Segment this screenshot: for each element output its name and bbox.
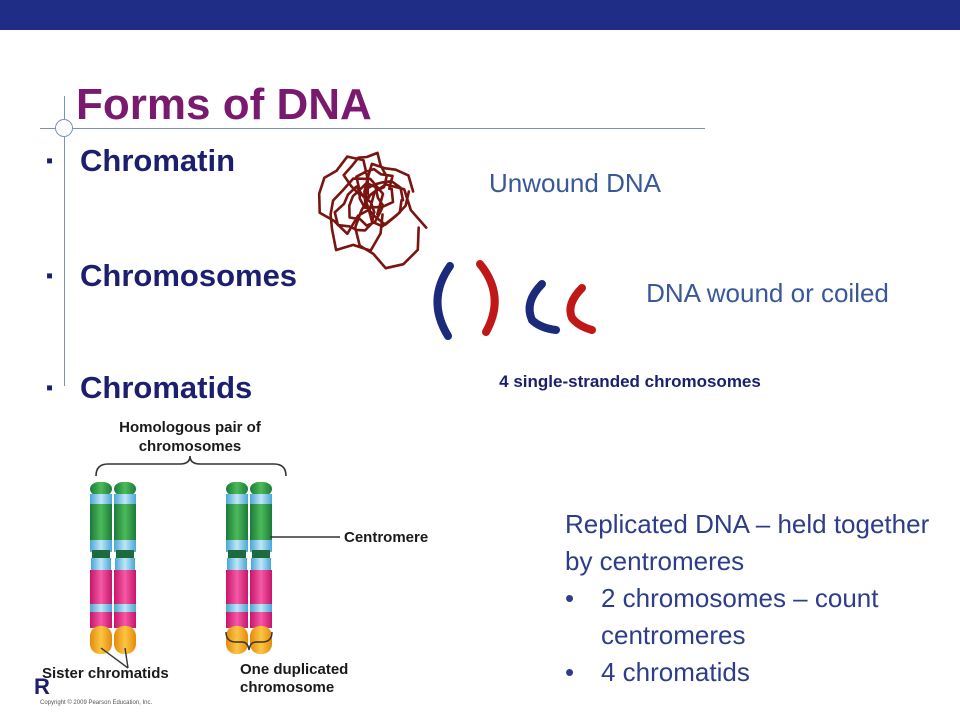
homologous-pair-label-line-1: Homologous pair of — [119, 419, 262, 436]
chromatin-strand — [317, 151, 428, 270]
sister-pointer-right — [124, 647, 129, 669]
replicated-dna-description: Replicated DNA – held together by centro… — [565, 506, 950, 691]
centromere-label: Centromere — [344, 529, 428, 546]
chromosome-blue-2 — [525, 280, 560, 334]
chromosome-left — [90, 482, 136, 654]
homologous-pair-figure: Homologous pair of chromosomes Centromer… — [40, 419, 428, 706]
sister-chromatids-label: Sister chromatids — [42, 665, 169, 682]
crosshair-ornament — [55, 119, 73, 137]
bullet-dot: • — [565, 657, 575, 687]
bullet-marker: ▪ — [46, 265, 54, 287]
chromosome-blue-1 — [433, 262, 454, 340]
description-intro: Replicated DNA – held together by centro… — [565, 509, 930, 576]
point-text: 2 chromosomes – count centromeres — [601, 583, 879, 650]
description-points: • 2 chromosomes – count centromeres • 4 ch… — [565, 580, 950, 691]
description-point: • 4 chromatids — [565, 654, 950, 691]
bullet-label: Chromatin — [80, 143, 235, 178]
homologous-pair-label-line-2: chromosomes — [139, 438, 242, 455]
title-underline — [40, 128, 705, 129]
slide-title: Forms of DNA — [76, 80, 372, 129]
bullet-label: Chromosomes — [80, 258, 298, 293]
single-stranded-caption: 4 single-stranded chromosomes — [499, 372, 761, 391]
duplicated-bracket — [225, 631, 273, 651]
duplicated-label-line-1: One duplicated — [240, 661, 348, 678]
wound-dna-label: DNA wound or coiled — [646, 278, 889, 308]
homologous-bracket — [95, 455, 287, 477]
vertical-rule — [64, 96, 65, 386]
bullet-marker: ▪ — [46, 150, 54, 172]
unwound-dna-label: Unwound DNA — [489, 168, 661, 198]
chromosome-red-1 — [476, 260, 499, 336]
description-point: • 2 chromosomes – count centromeres — [565, 580, 950, 654]
bullet-chromosomes: ▪ Chromosomes — [46, 258, 297, 294]
bullet-chromatin: ▪ Chromatin — [46, 143, 235, 179]
bullet-dot: • — [565, 583, 575, 613]
chromosome-red-2 — [566, 284, 596, 334]
bullet-marker: ▪ — [46, 377, 54, 399]
duplicated-label-line-2: chromosome — [240, 679, 334, 696]
bullet-chromatids: ▪ Chromatids — [46, 370, 252, 406]
point-text: 4 chromatids — [601, 657, 750, 687]
top-bar — [0, 0, 960, 30]
chromosome-right — [226, 482, 272, 654]
single-chromosomes-illustration — [433, 260, 596, 340]
copyright-text: Copyright © 2009 Pearson Education, Inc. — [40, 699, 152, 706]
chromatin-illustration — [317, 151, 428, 270]
corner-letter: R — [34, 674, 50, 699]
bullet-label: Chromatids — [80, 370, 253, 405]
sister-pointer-left — [100, 647, 129, 669]
